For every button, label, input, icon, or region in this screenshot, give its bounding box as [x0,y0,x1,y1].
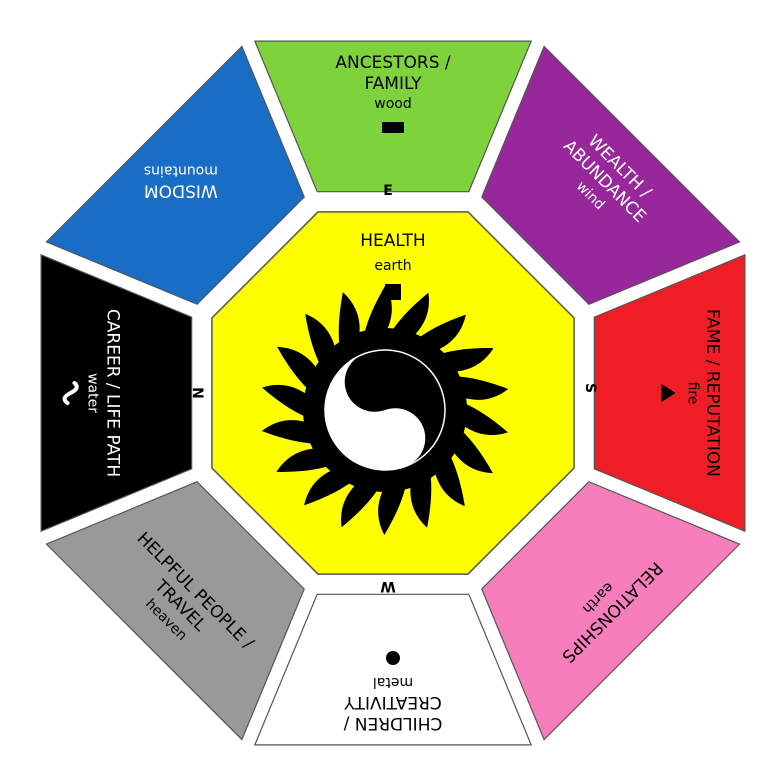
segment-top-shape [253,40,533,193]
compass-top: E [383,183,393,199]
segment-top-left-title-line: WISDOM [144,180,218,200]
compass-right: S [582,383,598,393]
sun-yin-yang-icon [261,285,509,535]
segment-bottom-right-shape [481,481,741,741]
sun-ray [362,285,392,342]
segment-top-left-labels: WISDOM mountains [144,162,218,200]
yin-yang-dot-dark [366,373,383,390]
sun-ray [456,399,508,436]
segment-bottom-labels: CHILDREN /CREATIVITY metal [343,651,442,733]
segment-top: ANCESTORS /FAMILY wood [253,40,533,193]
segment-top-left: WISDOM mountains [45,45,305,305]
segment-left-title-line: CAREER / LIFE PATH [103,309,123,477]
segment-bottom-title-line: CREATIVITY [344,692,442,712]
yin-yang-icon [324,349,446,471]
segment-right-title-line: FAME / REPUTATION [703,309,723,477]
segment-left-shape [40,253,193,533]
segment-bottom-left-shape [45,481,305,741]
center-area: HEALTH earth [211,211,575,575]
compass-left: N [189,387,205,399]
segment-bottom-shape [253,593,533,746]
segment-bottom-title-line: CHILDREN / [343,713,442,733]
compass-labels: E S W N [189,183,598,594]
yin-yang-dot-light [387,430,404,447]
segment-bottom-element: metal [373,674,413,690]
sun-ray [378,478,408,535]
segment-top-title-line: FAMILY [364,74,422,94]
segment-bottom: CHILDREN /CREATIVITY metal [253,593,533,746]
center-title: HEALTH [360,231,425,251]
center-element: earth [374,258,411,274]
segment-left-element: water [85,373,101,413]
segment-top-title-line: ANCESTORS / [335,53,451,73]
segment-top-left-shape [45,45,305,305]
triangle-icon [661,384,676,402]
segment-top-labels: ANCESTORS /FAMILY wood [335,53,451,133]
sun-ray [262,384,314,421]
compass-bottom: W [380,578,395,594]
segment-top-left-element: mountains [144,162,218,178]
wave-icon [62,381,79,405]
rect-icon [382,122,404,133]
segment-right-element: fire [685,382,701,405]
segment-top-element: wood [374,96,411,112]
segment-top-right-shape [481,45,741,305]
circle-icon [386,651,400,665]
